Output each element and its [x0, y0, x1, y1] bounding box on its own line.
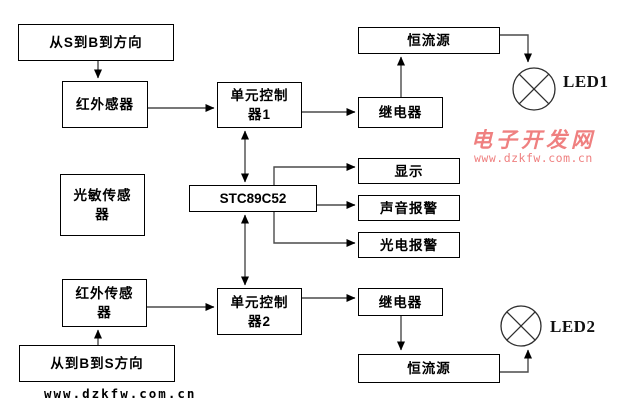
led1-lamp-icon — [512, 67, 556, 111]
node-unit-controller-2: 单元控制 器2 — [217, 288, 302, 335]
arrow-constcurrent2-to-led2 — [500, 349, 532, 373]
node-label: 声音报警 — [380, 200, 438, 216]
node-label: 显示 — [394, 163, 424, 179]
node-label-line1: 光敏传感 — [73, 188, 132, 203]
arrow-mcu-to-display — [273, 163, 356, 185]
node-label-line1: 单元控制 — [230, 294, 289, 310]
node-label: 继电器 — [378, 105, 423, 120]
node-label-line2: 器1 — [247, 107, 271, 122]
node-sound-alarm: 声音报警 — [358, 195, 460, 221]
node-label: STC89C52 — [219, 191, 287, 206]
node-direction-b-to-s: 从到B到S方向 — [19, 345, 175, 382]
node-label-line2: 器 — [95, 207, 110, 222]
node-unit-controller-1: 单元控制 器1 — [217, 82, 302, 128]
watermark-brand: 电子开发网 — [471, 128, 596, 152]
node-label-line1: 单元控制 — [230, 88, 289, 103]
node-relay-bottom: 继电器 — [358, 288, 443, 316]
node-infrared-sensor-top: 红外感器 — [62, 81, 148, 128]
node-label: 继电器 — [378, 294, 423, 310]
watermark-url: www.dzkfw.com.cn — [474, 151, 593, 165]
led2-lamp-icon — [500, 305, 542, 347]
node-label: 从S到B到方向 — [49, 35, 143, 50]
node-photosensitive-sensor: 光敏传感 器 — [60, 174, 145, 236]
arrow-constcurrent1-to-led1 — [500, 34, 532, 63]
arrow-mcu-to-photoalarm — [273, 212, 356, 247]
node-label: 红外感器 — [76, 97, 134, 112]
footer-url: www.dzkfw.com.cn — [44, 386, 197, 401]
node-label-line2: 器2 — [247, 313, 271, 329]
node-relay-top: 继电器 — [358, 97, 443, 128]
node-label: 恒流源 — [407, 361, 451, 376]
node-display: 显示 — [358, 158, 460, 184]
node-label: 从到B到S方向 — [50, 356, 144, 371]
node-photoelectric-alarm: 光电报警 — [358, 232, 460, 258]
node-infrared-sensor-bottom: 红外传感 器 — [62, 279, 147, 327]
node-constant-current-source-bottom: 恒流源 — [358, 354, 500, 383]
led2-label: LED2 — [550, 317, 596, 336]
node-label: 恒流源 — [407, 33, 451, 48]
node-mcu-stc89c52: STC89C52 — [189, 185, 317, 212]
led1-label: LED1 — [563, 72, 609, 91]
node-label-line2: 器 — [97, 305, 112, 320]
node-label-line1: 红外传感 — [75, 286, 134, 301]
node-direction-s-to-b: 从S到B到方向 — [18, 24, 174, 61]
node-label: 光电报警 — [380, 237, 438, 253]
node-constant-current-source-top: 恒流源 — [358, 27, 500, 54]
